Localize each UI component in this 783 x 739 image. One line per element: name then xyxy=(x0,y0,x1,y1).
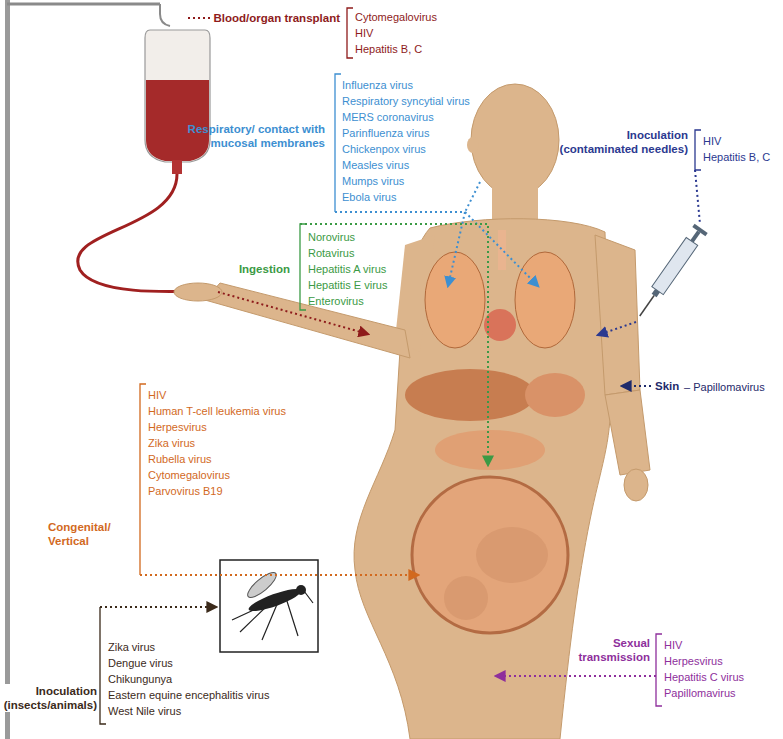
organs xyxy=(476,527,548,583)
route-label: Congenital/ Vertical xyxy=(48,520,123,548)
virus-name: Human T-cell leukemia virus xyxy=(148,404,286,418)
brackets xyxy=(100,607,106,724)
iv-stand xyxy=(5,0,10,739)
mosquito-box xyxy=(232,591,313,640)
human-body xyxy=(174,283,222,301)
organs xyxy=(444,576,488,620)
route-arrows xyxy=(100,606,216,608)
virus-name: Measles virus xyxy=(342,158,409,172)
route-arrows xyxy=(218,292,368,334)
virus-name: Rubella virus xyxy=(148,452,212,466)
virus-name: HIV xyxy=(355,26,373,40)
organs xyxy=(412,477,568,633)
virus-name: HIV xyxy=(664,638,682,652)
virus-name: Influenza virus xyxy=(342,78,413,92)
route-arrows xyxy=(300,224,488,465)
mosquito-box xyxy=(296,585,306,595)
virus-name: Zika virus xyxy=(148,436,195,450)
human-body xyxy=(595,235,640,395)
virus-name: Herpesvirus xyxy=(148,420,207,434)
virus-name: Norovirus xyxy=(308,230,355,244)
virus-name: West Nile virus xyxy=(108,704,181,718)
organs xyxy=(405,369,535,421)
virus-name: Hepatitis C virus xyxy=(664,670,744,684)
organs xyxy=(498,230,506,270)
virus-name: Ebola virus xyxy=(342,190,396,204)
brackets xyxy=(300,224,306,310)
route-arrows xyxy=(100,18,700,676)
virus-name: Eastern equine encephalitis virus xyxy=(108,688,269,702)
iv-stand xyxy=(160,4,170,26)
brackets xyxy=(695,130,701,170)
virus-name: HIV xyxy=(703,134,721,148)
route-arrows xyxy=(465,182,480,212)
virus-name: Respiratory syncytial virus xyxy=(342,94,470,108)
virus-name: Chickenpox virus xyxy=(342,142,426,156)
human-body xyxy=(205,283,410,358)
virus-name: Herpesvirus xyxy=(664,654,723,668)
virus-name: Enterovirus xyxy=(308,294,364,308)
virus-name: Chikungunya xyxy=(108,672,172,686)
virus-name: Cytomegalovirus xyxy=(148,468,230,482)
virus-name: Cytomegalovirus xyxy=(355,10,437,24)
virus-name: Mumps virus xyxy=(342,174,404,188)
syringe xyxy=(633,224,707,321)
blood-bag xyxy=(78,174,200,292)
route-arrows xyxy=(695,170,700,224)
brackets xyxy=(335,74,341,212)
organs xyxy=(515,252,575,348)
virus-name: Hepatitis B, C xyxy=(355,42,422,56)
human-body xyxy=(354,219,610,739)
virus-name: Rotavirus xyxy=(308,246,354,260)
brackets xyxy=(140,384,146,575)
route-label: Blood/organ transplant xyxy=(214,11,341,25)
brackets xyxy=(347,8,353,58)
blood-bag xyxy=(145,30,210,162)
route-arrows xyxy=(622,385,651,387)
route-label: Skin xyxy=(655,379,679,393)
human-body xyxy=(624,469,648,501)
blood-bag xyxy=(146,80,209,161)
virus-name: – Papillomavirus xyxy=(684,380,765,394)
brackets xyxy=(656,634,662,706)
human-body xyxy=(471,84,559,196)
blood-bag xyxy=(172,160,182,174)
mosquito-box xyxy=(220,560,318,652)
organs xyxy=(405,230,585,633)
route-label: Inoculation (insects/animals) xyxy=(3,684,97,712)
virus-name: Dengue virus xyxy=(108,656,173,670)
virus-name: Parinfluenza virus xyxy=(342,126,429,140)
route-label: Inoculation (contaminated needles) xyxy=(548,128,688,156)
virus-name: Zika virus xyxy=(108,640,155,654)
virus-name: Parvovirus B19 xyxy=(148,484,223,498)
syringe xyxy=(652,237,698,294)
virus-name: Hepatitis A virus xyxy=(308,262,386,276)
route-arrows xyxy=(140,574,418,576)
organs xyxy=(435,430,545,470)
virus-name: Hepatitis E virus xyxy=(308,278,387,292)
human-body xyxy=(605,390,650,475)
human-body xyxy=(467,137,479,153)
syringe xyxy=(640,296,654,316)
brackets xyxy=(100,8,701,724)
route-label: Ingestion xyxy=(239,262,290,276)
virus-name: Papillomavirus xyxy=(664,686,736,700)
route-arrows xyxy=(598,322,636,335)
route-label: Respiratory/ contact with mucosal membra… xyxy=(140,122,325,150)
mosquito-box xyxy=(220,560,318,652)
organs xyxy=(425,252,485,348)
virus-name: MERS coronavirus xyxy=(342,110,434,124)
route-arrows xyxy=(496,675,656,677)
virus-name: HIV xyxy=(148,388,166,402)
route-arrows xyxy=(188,17,211,19)
iv-stand xyxy=(7,3,160,6)
virus-name: Hepatitis B, C xyxy=(703,150,770,164)
blood-bag xyxy=(78,30,210,292)
route-label: Sexual transmission xyxy=(565,636,650,664)
organs xyxy=(525,373,585,417)
